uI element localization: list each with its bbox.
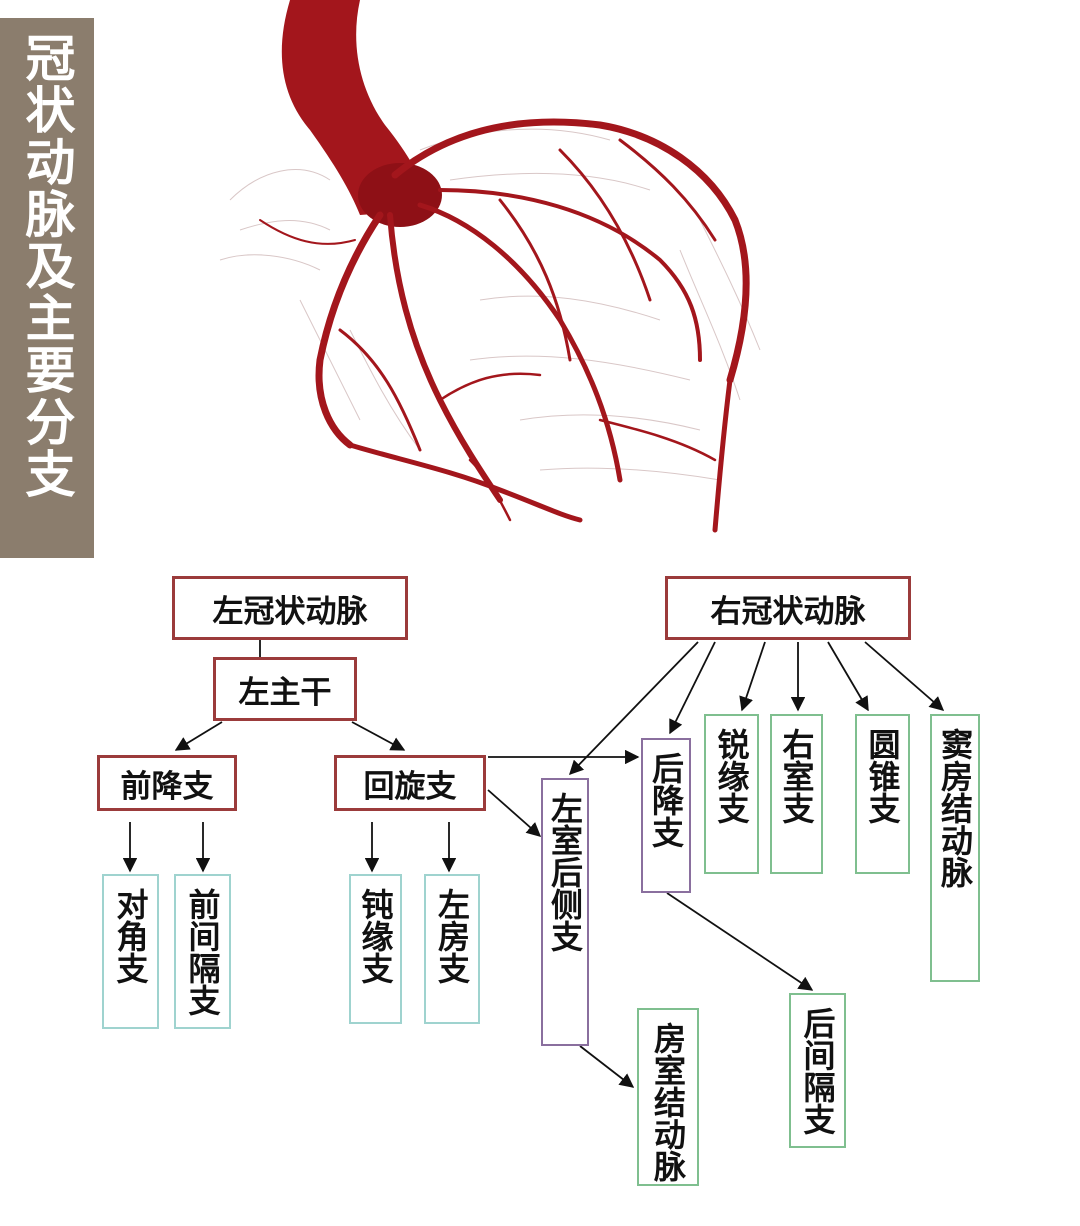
aorta [281, 0, 430, 215]
left-coronary-artery-box: 左冠状动脉 [172, 576, 408, 640]
left-posterolateral-box: 左室后侧支 [541, 778, 589, 1046]
av-node-artery-box: 房室结动脉 [637, 1008, 699, 1186]
right-ventricular-box: 右室支 [770, 714, 823, 874]
heart-illustration [219, 0, 761, 533]
circumflex-box: 回旋支 [334, 755, 486, 811]
aortic-root [358, 163, 442, 227]
obtuse-marginal-box: 钝缘支 [349, 874, 402, 1024]
conus-branch-box: 圆锥支 [855, 714, 910, 874]
coronary-arteries [259, 118, 750, 533]
posterior-descending-box: 后降支 [641, 738, 691, 893]
posterior-septal-box: 后间隔支 [789, 993, 846, 1148]
left-main-trunk-box: 左主干 [213, 657, 357, 721]
lad-box: 前降支 [97, 755, 237, 811]
right-coronary-artery-box: 右冠状动脉 [665, 576, 911, 640]
acute-marginal-box: 锐缘支 [704, 714, 759, 874]
side-title-banner: 冠状动脉及主要分支 [0, 18, 94, 558]
left-atrial-branch-box: 左房支 [424, 874, 480, 1024]
diagonal-branch-box: 对角支 [102, 874, 159, 1029]
sinoatrial-node-artery-box: 窦房结动脉 [930, 714, 980, 982]
anterior-septal-box: 前间隔支 [174, 874, 231, 1029]
